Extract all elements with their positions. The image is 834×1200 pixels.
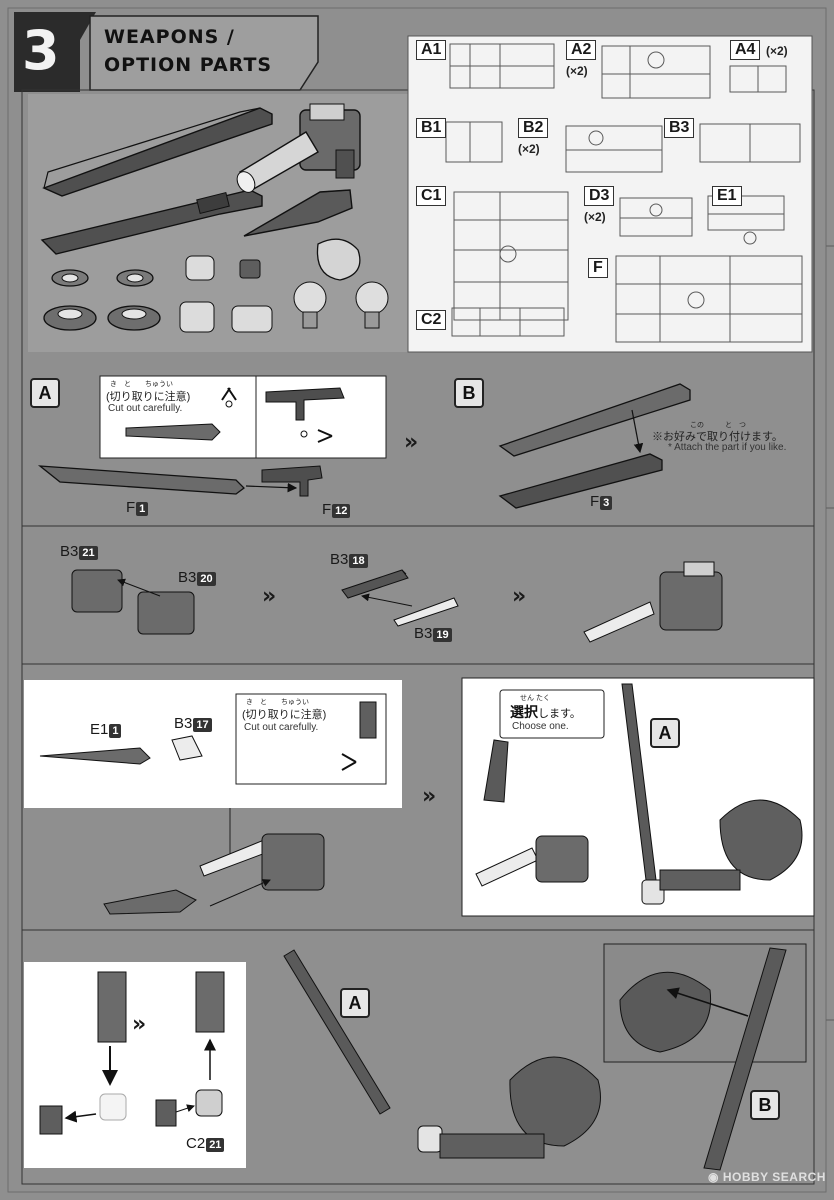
- attach-note-jp: ※お好みで取り付けます。: [652, 431, 783, 443]
- runner-label-b3: B3: [664, 118, 695, 138]
- cut-note-en-1: Cut out carefully.: [108, 403, 183, 414]
- runner-label-a4: A4: [730, 40, 761, 60]
- next-arrow-5: »: [132, 1012, 146, 1037]
- cut-note-jp-1: (切り取りに注意): [106, 391, 191, 403]
- runner-label-a1: A1: [416, 40, 447, 60]
- overview-accessories: [43, 238, 389, 333]
- next-arrow-3: »: [512, 584, 526, 609]
- step-title-line2: OPTION PARTS: [104, 54, 273, 76]
- step-a-b-assembly: [37, 375, 691, 509]
- rifle-assembly: [71, 561, 723, 643]
- runner-label-c2: C2: [416, 310, 447, 330]
- next-arrow-4: »: [422, 784, 436, 809]
- cut-note-en-2: Cut out carefully.: [244, 722, 319, 733]
- choose-note-en: Choose one.: [512, 721, 569, 732]
- equip-sword: [283, 943, 807, 1171]
- next-arrow-1: »: [404, 430, 418, 455]
- registration-marks: [826, 245, 834, 1021]
- runner-label-b2: B2: [518, 118, 549, 138]
- parts-overview-panel: [28, 35, 813, 353]
- next-arrow-2: »: [262, 584, 276, 609]
- runner-label-c1: C1: [416, 186, 447, 206]
- runner-count-d3: (×2): [584, 210, 606, 224]
- runner-count-a4: (×2): [766, 44, 788, 58]
- runner-count-b2: (×2): [518, 142, 540, 156]
- step-number: 3: [22, 19, 60, 82]
- runner-label-b1: B1: [416, 118, 447, 138]
- equip-b-tag: B: [750, 1090, 780, 1120]
- overview-weapons: [40, 103, 361, 255]
- runner-count-a2: (×2): [566, 64, 588, 78]
- attach-note-ruby: この と つ: [690, 422, 746, 429]
- cut-note-jp-2: (切り取りに注意): [242, 709, 327, 721]
- choose-note-ruby: せん たく: [520, 695, 550, 702]
- sub-step-a-tag: A: [30, 378, 60, 408]
- attach-note-en: * Attach the part if you like.: [668, 442, 787, 453]
- runner-label-e1: E1: [712, 186, 742, 206]
- watermark-logo-icon: ◉: [708, 1170, 723, 1184]
- runner-sprues: [445, 43, 803, 343]
- option-a-tag: A: [650, 718, 680, 748]
- cut-note-ruby-2: き と ちゅうい: [246, 699, 309, 706]
- hand-swap: [24, 962, 246, 1168]
- runner-label-d3: D3: [584, 186, 615, 206]
- watermark: ◉ HOBBY SEARCH: [708, 1170, 826, 1184]
- choose-note-jp: 選択します。: [510, 704, 581, 720]
- runner-label-f: F: [588, 258, 608, 278]
- sub-step-b-tag: B: [454, 378, 484, 408]
- knife-assembly: [24, 677, 815, 917]
- step-title-line1: WEAPONS /: [104, 26, 235, 48]
- cut-note-ruby-1: き と ちゅうい: [110, 381, 173, 388]
- title-tab: [89, 15, 319, 91]
- equip-a-tag: A: [340, 988, 370, 1018]
- runner-label-a2: A2: [566, 40, 597, 60]
